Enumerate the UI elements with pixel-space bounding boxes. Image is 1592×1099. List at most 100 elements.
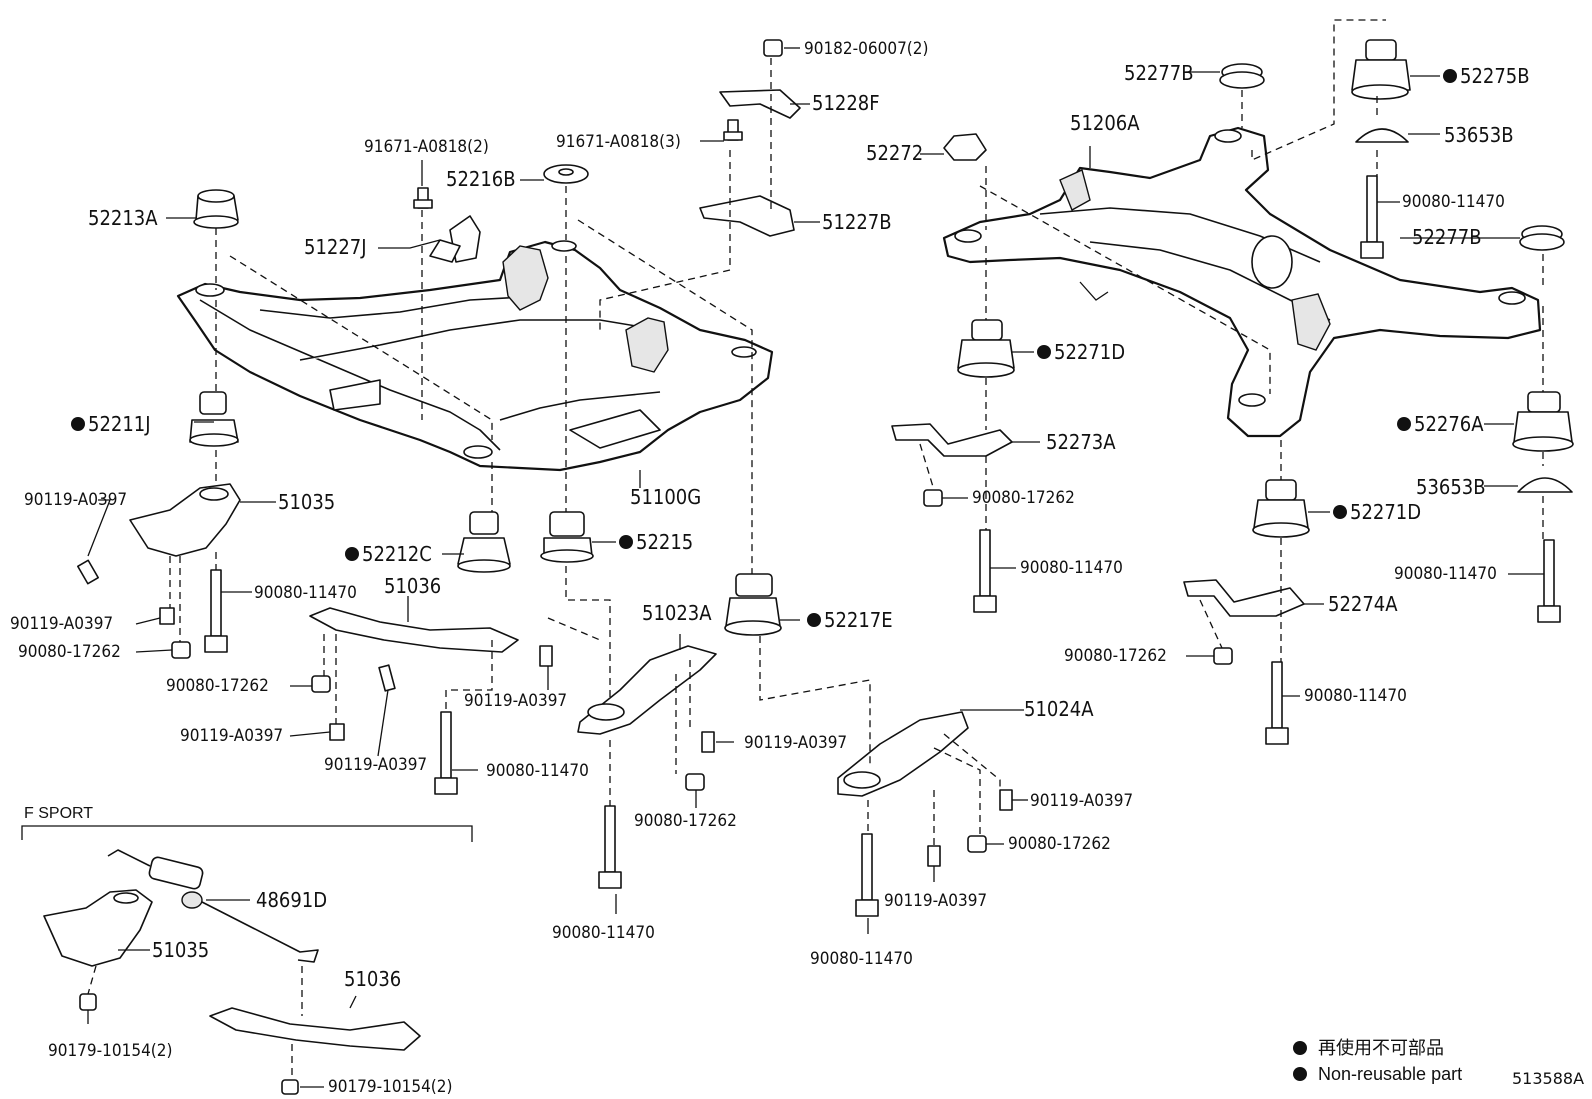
fs-bolt-b xyxy=(281,1079,299,1095)
label-52211J: 52211J xyxy=(88,412,151,436)
washer-53653B-bottom xyxy=(1517,477,1573,493)
label-52275B: 52275B xyxy=(1460,64,1530,88)
label-52274A: 52274A xyxy=(1328,592,1398,616)
label-53653B-top: 53653B xyxy=(1444,123,1514,147)
label-90080-11470-g: 90080-11470 xyxy=(1394,564,1497,584)
label-52277B-top: 52277B xyxy=(1124,61,1194,85)
label-52271D-b: 52271D xyxy=(1350,500,1421,524)
label-90080-11470-e: 90080-11470 xyxy=(1402,192,1505,212)
label-91671-A0818-2: 91671-A0818(2) xyxy=(364,137,489,157)
label-91671-A0818-3: 91671-A0818(3) xyxy=(556,132,681,152)
label-52213A: 52213A xyxy=(88,206,158,230)
legend-dot xyxy=(1293,1067,1307,1081)
label-90080-11470-d: 90080-11470 xyxy=(810,949,913,969)
label-52271D-a: 52271D xyxy=(1054,340,1125,364)
label-51206A: 51206A xyxy=(1070,111,1140,135)
label-90080-17262-a: 90080-17262 xyxy=(18,642,121,662)
washer-53653B-top xyxy=(1355,128,1409,143)
bushing-52275B xyxy=(1351,39,1411,100)
legend-dot xyxy=(1293,1041,1307,1055)
f-sport-heading: F SPORT xyxy=(24,805,93,822)
label-52215: 52215 xyxy=(636,530,693,554)
label-fs-90179-a: 90179-10154(2) xyxy=(48,1041,172,1061)
label-51228F: 51228F xyxy=(812,91,880,115)
bracket-51035 xyxy=(129,483,241,557)
bracket-51227B xyxy=(699,195,795,237)
bushing-52216B xyxy=(543,164,589,184)
label-fs-90179-b: 90179-10154(2) xyxy=(328,1077,452,1097)
bushing-52211J xyxy=(189,391,239,447)
label-52212C: 52212C xyxy=(362,542,432,566)
fs-brace-51036 xyxy=(209,1007,421,1051)
legend-line-english: Non-reusable part xyxy=(1318,1064,1462,1084)
non-reusable-dot xyxy=(71,417,85,431)
label-51227B: 51227B xyxy=(822,210,892,234)
legend: 再使用不可部品 Non-reusable part xyxy=(1293,1038,1462,1084)
label-90119-A0397-g: 90119-A0397 xyxy=(1030,791,1133,811)
label-90080-17262-c: 90080-17262 xyxy=(634,811,737,831)
brace-51023A xyxy=(577,645,717,735)
label-90119-A0397-d: 90119-A0397 xyxy=(324,755,427,775)
fs-bracket-51035 xyxy=(43,889,153,967)
bushing-52213A xyxy=(193,189,239,229)
label-90080-11470-f: 90080-11470 xyxy=(1020,558,1123,578)
bushing-52277B-top xyxy=(1219,63,1265,89)
label-90119-A0397-h: 90119-A0397 xyxy=(884,891,987,911)
label-90182-06007: 90182-06007(2) xyxy=(804,39,928,59)
label-52276A: 52276A xyxy=(1414,412,1484,436)
label-52272: 52272 xyxy=(866,141,923,165)
label-90080-17262-d: 90080-17262 xyxy=(1008,834,1111,854)
label-fs-48691D: 48691D xyxy=(256,888,327,912)
f-sport-section: F SPORT 48691D 51035 90179-10154(2) 5103… xyxy=(21,805,473,1097)
brace-51024A xyxy=(837,711,969,797)
bushing-52277B-mid xyxy=(1519,225,1565,251)
bushing-52276A xyxy=(1512,391,1574,452)
bracket-51228F xyxy=(719,89,801,119)
label-90119-A0397-f: 90119-A0397 xyxy=(744,733,847,753)
label-90080-11470-c: 90080-11470 xyxy=(552,923,655,943)
label-51024A: 51024A xyxy=(1024,697,1094,721)
label-90080-17262-f: 90080-17262 xyxy=(1064,646,1167,666)
rear-suspension-member-drawing xyxy=(942,126,1542,438)
label-90080-11470-h: 90080-11470 xyxy=(1304,686,1407,706)
non-reusable-dot xyxy=(1333,505,1347,519)
non-reusable-dot xyxy=(807,613,821,627)
non-reusable-dot xyxy=(1443,69,1457,83)
bracket-52273A xyxy=(891,423,1013,457)
front-suspension-member-drawing xyxy=(176,215,774,472)
label-51227J: 51227J xyxy=(304,235,367,259)
bushing-52212C xyxy=(457,511,511,573)
performance-damper-48691D xyxy=(107,849,319,963)
label-90119-A0397-e: 90119-A0397 xyxy=(464,691,567,711)
non-reusable-dot xyxy=(619,535,633,549)
part-labels: 90182-06007(2) 51228F 91671-A0818(2) 916… xyxy=(10,39,1530,969)
bushing-52271D-b xyxy=(1252,479,1310,538)
label-90080-11470-a: 90080-11470 xyxy=(254,583,357,603)
f-sport-bracket-line xyxy=(21,825,473,842)
label-90080-17262-e: 90080-17262 xyxy=(972,488,1075,508)
fs-bolt-a xyxy=(79,993,97,1011)
bolts xyxy=(77,39,1561,917)
non-reusable-dot xyxy=(1037,345,1051,359)
document-id: 513588A xyxy=(1512,1069,1584,1088)
label-52217E: 52217E xyxy=(824,608,893,632)
label-51100G: 51100G xyxy=(630,485,701,509)
label-90080-11470-b: 90080-11470 xyxy=(486,761,589,781)
dashed-assembly-lines xyxy=(169,19,1544,846)
bushing-52271D-a xyxy=(957,319,1015,378)
leader-lines xyxy=(87,47,1544,934)
label-fs-51036: 51036 xyxy=(344,967,401,991)
bushing-52272 xyxy=(943,133,987,161)
label-52216B: 52216B xyxy=(446,167,516,191)
bushing-52217E xyxy=(724,573,782,636)
label-fs-51035: 51035 xyxy=(152,938,209,962)
brace-51036 xyxy=(309,607,519,653)
label-51036: 51036 xyxy=(384,574,441,598)
bushing-52215 xyxy=(540,511,594,563)
label-90080-17262-b: 90080-17262 xyxy=(166,676,269,696)
label-90119-A0397-c: 90119-A0397 xyxy=(180,726,283,746)
label-51035: 51035 xyxy=(278,490,335,514)
non-reusable-dot xyxy=(1397,417,1411,431)
non-reusable-dot xyxy=(345,547,359,561)
label-52277B-mid: 52277B xyxy=(1412,225,1482,249)
